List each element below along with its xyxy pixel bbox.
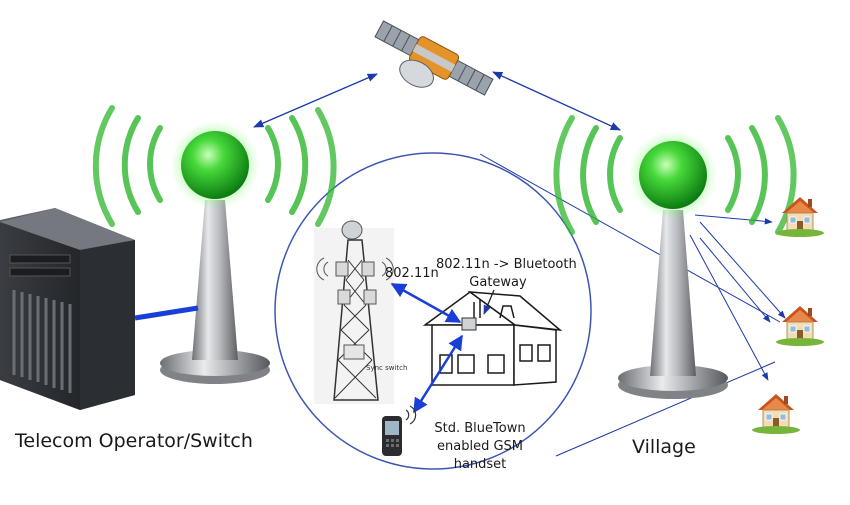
handset-label: Std. BlueTown enabled GSM handset	[428, 420, 532, 474]
server-tower-icon	[0, 208, 135, 410]
satellite-icon	[374, 20, 494, 96]
handset-label-line1: Std. BlueTown	[434, 421, 526, 436]
wifi-link-arrow	[390, 282, 462, 324]
village-links	[479, 153, 786, 457]
signal-waves-right	[553, 115, 797, 235]
satellite-link-right	[492, 71, 621, 131]
operator-label: Telecom Operator/Switch	[15, 430, 253, 452]
signal-waves-left	[92, 105, 337, 227]
backhaul-cable	[134, 305, 199, 321]
gateway-label: 802.11n -> Bluetooth Gateway	[436, 256, 577, 292]
wifi-label: 802.11n	[385, 266, 439, 281]
house-icon	[751, 393, 801, 435]
mobile-phone-icon	[382, 405, 417, 456]
radio-tower-icon	[160, 121, 270, 384]
sync-switch-label: Sync switch	[366, 364, 408, 372]
gateway-label-line1: 802.11n -> Bluetooth	[436, 257, 577, 272]
gateway-pointer	[483, 289, 495, 315]
gateway-device-icon	[461, 317, 477, 331]
radio-tower-icon	[618, 131, 728, 399]
gateway-label-line2: Gateway	[469, 275, 527, 290]
relay-mast-icon	[314, 220, 394, 404]
handset-label-line2: enabled GSM	[437, 439, 523, 454]
house-icon	[775, 305, 825, 347]
handset-label-line3: handset	[453, 457, 507, 472]
bluetooth-link-arrow	[412, 334, 464, 414]
satellite-link-left	[253, 73, 378, 128]
village-label: Village	[632, 436, 696, 458]
